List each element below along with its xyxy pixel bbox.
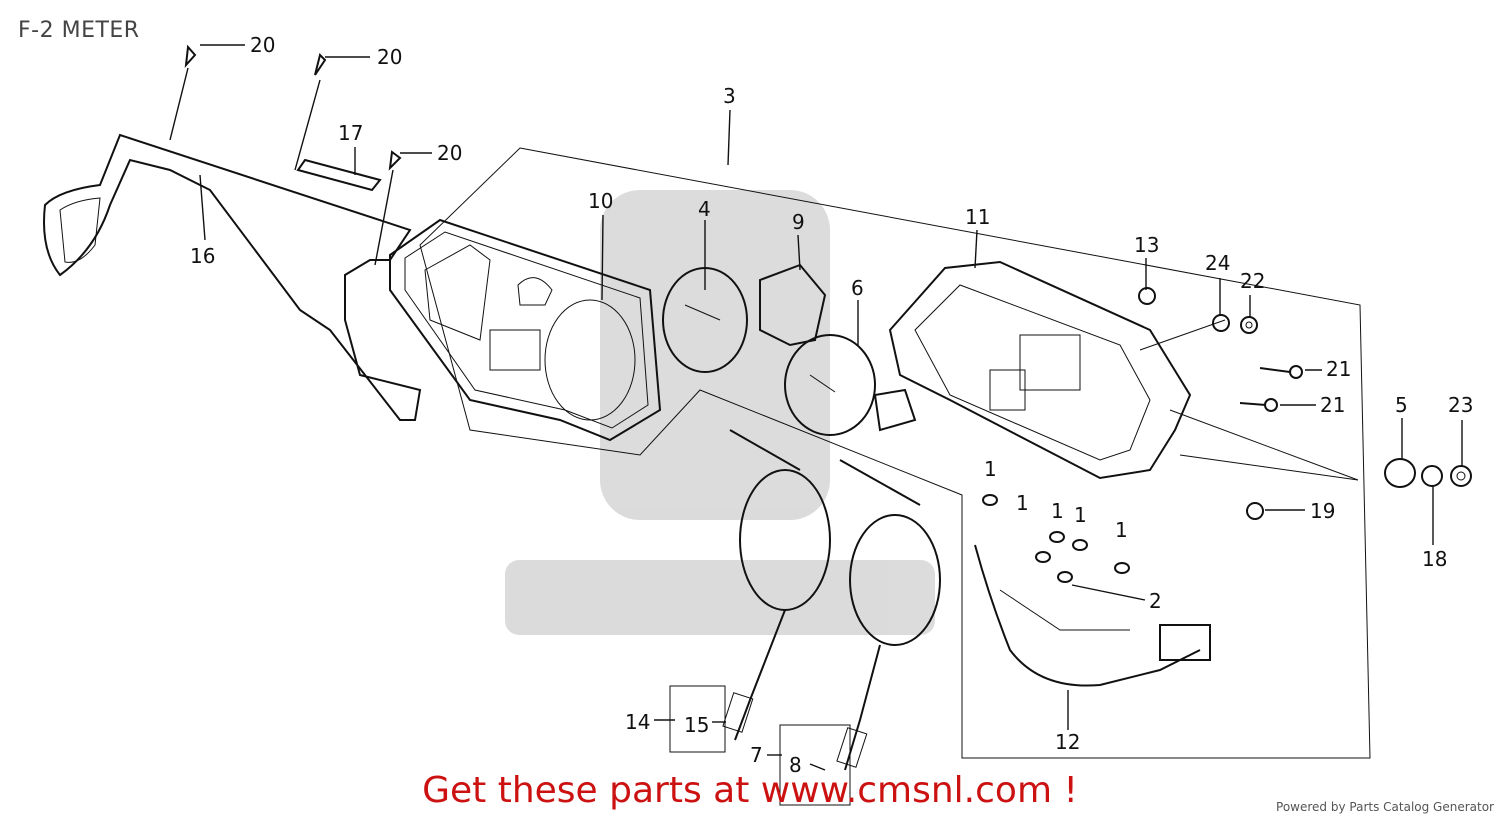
nut-23-part[interactable] (1450, 465, 1472, 487)
callout-21a[interactable]: 21 (1326, 357, 1351, 381)
grommet-5-part[interactable] (1384, 458, 1416, 488)
bulb-1e-part[interactable] (1114, 562, 1130, 574)
callout-12[interactable]: 12 (1055, 730, 1080, 754)
powered-by-label: Powered by Parts Catalog Generator (1276, 800, 1494, 814)
callout-16[interactable]: 16 (190, 244, 215, 268)
nut-19-part[interactable] (1246, 502, 1264, 520)
bulb-1b-part[interactable] (1035, 551, 1051, 563)
watermark-logo (505, 190, 935, 635)
washer-18-part[interactable] (1421, 465, 1443, 487)
washer-24-part[interactable] (1212, 314, 1230, 332)
callout-13[interactable]: 13 (1134, 233, 1159, 257)
plate-17-part[interactable] (296, 158, 382, 192)
leader-lines (169, 44, 1463, 806)
callout-11[interactable]: 11 (965, 205, 990, 229)
callout-labels: 20 20 20 17 16 3 10 4 9 6 11 13 24 22 21… (190, 33, 1473, 777)
callout-23[interactable]: 23 (1448, 393, 1473, 417)
speedometer-gauge-part[interactable] (784, 334, 917, 436)
callout-1e[interactable]: 1 (1115, 518, 1128, 542)
callout-1d[interactable]: 1 (1074, 503, 1087, 527)
meter-visor-part[interactable] (43, 133, 422, 421)
callout-1b[interactable]: 1 (1016, 491, 1029, 515)
callout-24[interactable]: 24 (1205, 251, 1230, 275)
page-title: F-2 METER (18, 18, 140, 43)
callout-10[interactable]: 10 (588, 189, 613, 213)
callout-1[interactable]: 1 (984, 457, 997, 481)
callout-19[interactable]: 19 (1310, 499, 1335, 523)
promo-link[interactable]: Get these parts at www.cmsnl.com ! (422, 770, 1078, 811)
screw-20-mid-part[interactable] (314, 53, 327, 76)
bulb-2-part[interactable] (1057, 571, 1073, 583)
callout-17[interactable]: 17 (338, 121, 363, 145)
screw-20-right-part[interactable] (388, 150, 402, 171)
wire-harness-12-part[interactable] (974, 544, 1211, 687)
callout-8[interactable]: 8 (789, 753, 802, 777)
callout-9[interactable]: 9 (792, 210, 805, 234)
callout-2[interactable]: 2 (1149, 589, 1162, 613)
assembly-3-outline (419, 147, 1371, 759)
callout-20a[interactable]: 20 (250, 33, 275, 57)
callout-22[interactable]: 22 (1240, 269, 1265, 293)
meter-panel-part[interactable] (389, 218, 662, 442)
bulb-1d-part[interactable] (1072, 539, 1088, 551)
screw-20-left-part[interactable] (184, 44, 197, 68)
speedometer-cable-14-part[interactable] (722, 429, 831, 741)
meter-case-part[interactable] (888, 260, 1192, 480)
callout-21b[interactable]: 21 (1320, 393, 1345, 417)
bulb-1c-part[interactable] (1049, 531, 1065, 543)
grommet-13-part[interactable] (1138, 287, 1156, 305)
bulb-1-part[interactable] (982, 494, 998, 506)
callout-6[interactable]: 6 (851, 276, 864, 300)
screw-21-upper-part[interactable] (1259, 365, 1303, 379)
callout-7[interactable]: 7 (750, 743, 763, 767)
callout-18[interactable]: 18 (1422, 547, 1447, 571)
callout-14[interactable]: 14 (625, 710, 650, 734)
callout-4[interactable]: 4 (698, 197, 711, 221)
callout-20c[interactable]: 20 (437, 141, 462, 165)
callout-15[interactable]: 15 (684, 713, 709, 737)
screw-21-lower-part[interactable] (1239, 398, 1278, 412)
callout-5[interactable]: 5 (1395, 393, 1408, 417)
callout-1c[interactable]: 1 (1051, 499, 1064, 523)
callout-3[interactable]: 3 (723, 84, 736, 108)
callout-20b[interactable]: 20 (377, 45, 402, 69)
nut-22-part[interactable] (1240, 316, 1258, 334)
